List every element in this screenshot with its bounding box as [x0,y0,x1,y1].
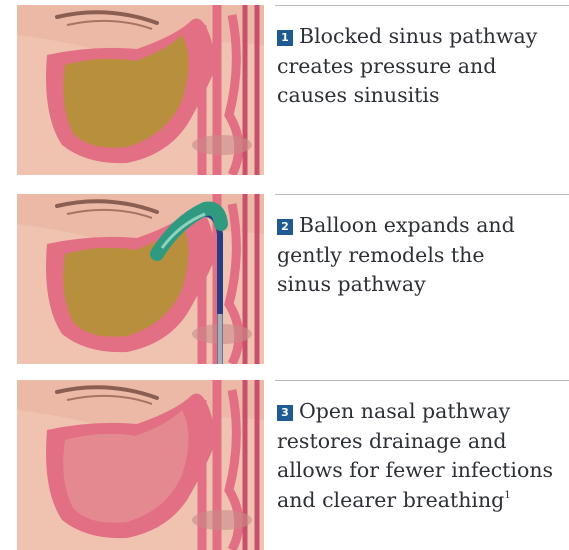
caption-line: and clearer breathing [277,488,504,512]
step-3-caption: 3 Open nasal pathway restores drainage an… [277,397,567,515]
step-2: 2 Balloon expands and gently remodels the… [0,194,569,364]
caption-line: allows for fewer infections [277,458,553,482]
caption-line: Balloon expands and [299,213,515,237]
divider [275,194,569,195]
caption-line: restores drainage and [277,429,506,453]
caption-line: Open nasal pathway [299,399,510,423]
blocked-sinus-illustration [17,5,264,175]
divider [275,5,569,6]
step-number-badge: 3 [277,405,293,421]
reference-superscript: 1 [504,490,510,501]
caption-line: Blocked sinus pathway [299,24,537,48]
caption-line: causes sinusitis [277,83,439,107]
step-1-illustration [17,5,264,175]
step-2-caption: 2 Balloon expands and gently remodels the… [277,211,567,300]
step-3-illustration [17,380,264,550]
open-sinus-illustration [17,380,264,550]
step-1-caption: 1 Blocked sinus pathway creates pressure … [277,22,567,111]
step-number-badge: 2 [277,219,293,235]
step-number-badge: 1 [277,30,293,46]
caption-line: creates pressure and [277,54,496,78]
step-3: 3 Open nasal pathway restores drainage an… [0,380,569,550]
caption-line: gently remodels the [277,243,484,267]
step-1: 1 Blocked sinus pathway creates pressure … [0,5,569,175]
caption-line: sinus pathway [277,272,426,296]
divider [275,380,569,381]
step-2-illustration [17,194,264,364]
balloon-sinus-illustration [17,194,264,364]
